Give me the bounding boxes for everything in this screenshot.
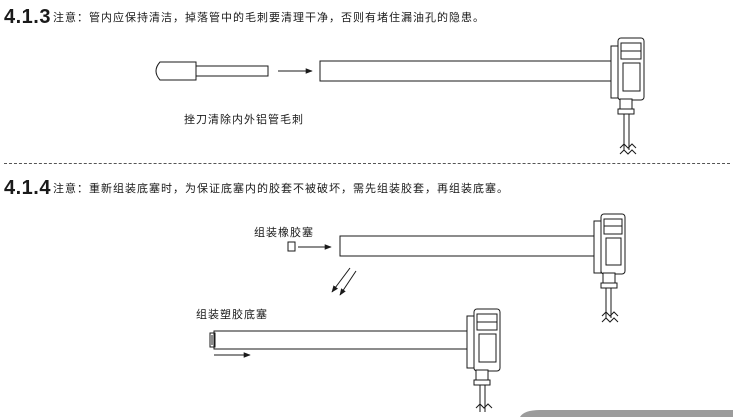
diagonal-arrow-icon (331, 267, 357, 296)
deburr-caption: 挫刀清除内外铝管毛刺 (184, 113, 304, 126)
probe-tube (213, 330, 469, 350)
probe-tube (319, 60, 613, 82)
file-tool-icon (155, 61, 269, 81)
section-divider (4, 163, 730, 164)
sensor-head-icon (610, 37, 645, 155)
sensor-head-icon (466, 308, 501, 412)
probe-tube (339, 235, 597, 257)
sensor-head-icon (593, 213, 626, 323)
plastic-plug-icon (209, 332, 216, 348)
rubber-plug-caption: 组装橡胶塞 (254, 226, 314, 239)
plastic-plug-caption: 组装塑胶底塞 (196, 308, 268, 321)
rubber-plug-icon (287, 241, 296, 252)
section-note: 注意：管内应保持清洁，掉落管中的毛刺要清理干净，否则有堵住漏油孔的隐患。 (52, 11, 485, 24)
corner-decoration (520, 410, 733, 417)
section-note: 注意：重新组装底塞时，为保证底塞内的胶套不被破坏，需先组装胶套，再组装底塞。 (52, 182, 509, 195)
section-number: 4.1.4 (4, 177, 51, 199)
section-number: 4.1.3 (4, 6, 51, 28)
